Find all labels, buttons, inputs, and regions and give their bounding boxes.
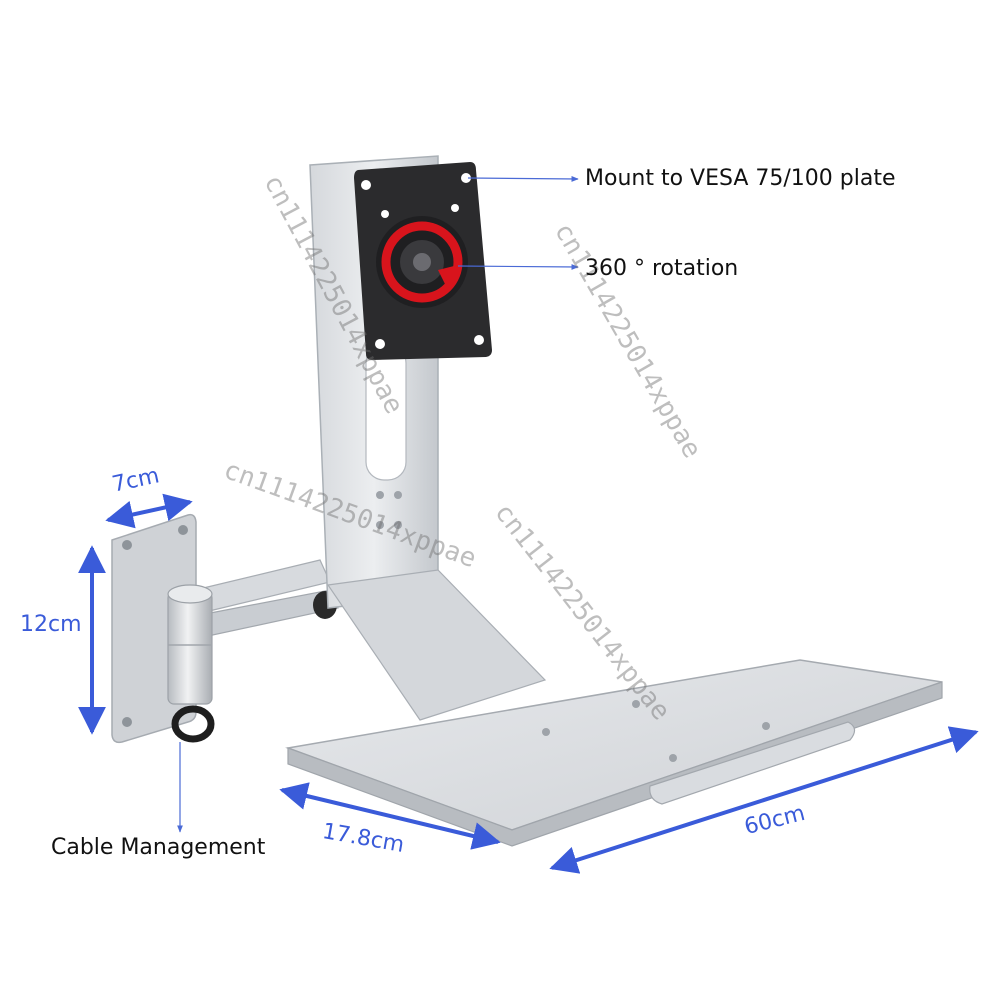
cable-management-label: Cable Management xyxy=(51,835,266,860)
depth-17-8cm-arrow xyxy=(279,782,501,850)
width-60cm-arrow xyxy=(549,726,979,874)
cable-clip xyxy=(171,705,215,743)
callout-leaders xyxy=(177,176,579,833)
keyboard-tray xyxy=(285,659,943,847)
rotation-label: 360 ° rotation xyxy=(585,256,739,281)
vesa-mount-label: Mount to VESA 75/100 plate xyxy=(585,166,896,191)
hinge-joint xyxy=(167,584,213,705)
swing-arm xyxy=(194,559,339,637)
dim-plate-height: 12cm xyxy=(20,612,82,637)
dimension-arrows xyxy=(78,493,979,874)
width-7cm-arrow xyxy=(105,493,193,529)
rotation-hub xyxy=(376,216,468,308)
tray-support xyxy=(326,569,547,721)
